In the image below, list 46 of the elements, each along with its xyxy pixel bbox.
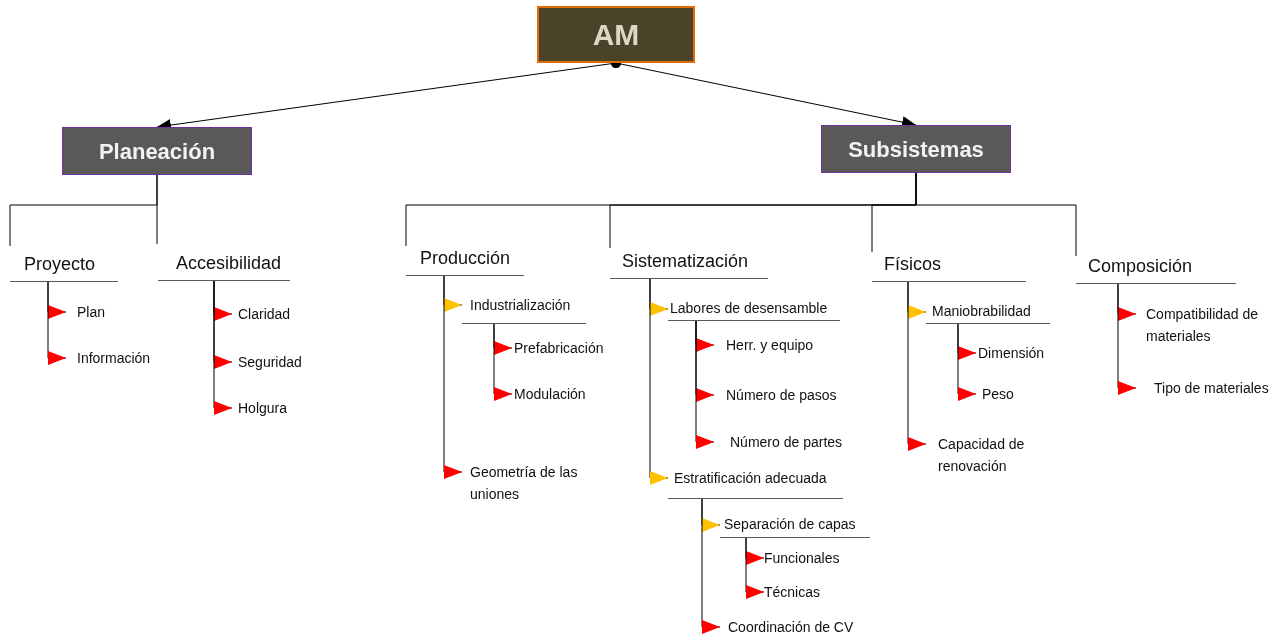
item-text: Número de pasos (714, 384, 844, 406)
bullet-connector (213, 280, 233, 415)
item-text: Compatibilidad de materiales (1136, 303, 1278, 349)
connector-line (915, 172, 1077, 257)
bullet-connector (1117, 283, 1137, 395)
subheading-text: Estratificación adecuada (668, 466, 843, 499)
category-box: Planeación (62, 127, 252, 175)
item-text: Tipo de materiales (1136, 377, 1281, 399)
subheading-text: Labores de desensamble (668, 296, 840, 321)
bullet-connector (701, 498, 721, 634)
connector-line (156, 174, 158, 245)
bullet-connector (47, 281, 67, 365)
item-text: Dimensión (976, 342, 1061, 364)
item-text: Peso (976, 383, 1036, 405)
bullet-connector (907, 281, 927, 451)
item-text: Herr. y equipo (714, 334, 834, 356)
item-text: Modulación (512, 383, 604, 405)
item-text: Capacidad de renovación (926, 433, 1041, 479)
item-text: Holgura (232, 397, 312, 419)
item-text: Funcionales (764, 547, 854, 569)
bullet-connector (443, 275, 463, 479)
heading-text: Producción (406, 246, 524, 276)
item-text: Prefabricación (512, 337, 624, 359)
item-text: Coordinación de CV (720, 616, 860, 638)
bullet-connector (695, 320, 715, 449)
subheading-text: Separación de capas (720, 512, 870, 538)
item-text: Plan (66, 301, 126, 323)
subheading-text: Maniobrabilidad (926, 299, 1050, 324)
bullet-connector (493, 323, 513, 401)
heading-text: Accesibilidad (158, 244, 290, 281)
bullet-connector (649, 278, 669, 485)
item-text: Seguridad (232, 351, 317, 373)
heading-text: Composición (1076, 256, 1236, 284)
item-text: Claridad (232, 303, 312, 325)
heading-text: Sistematización (610, 248, 768, 279)
bullet-connector (957, 323, 977, 401)
item-text: Información (66, 347, 166, 369)
item-text: Número de partes (714, 431, 848, 453)
item-text: Técnicas (764, 581, 844, 603)
root-box: AM (537, 6, 695, 63)
item-text: Geometría de las uniones (462, 461, 594, 507)
heading-text: Físicos (872, 252, 1026, 282)
heading-text: Proyecto (10, 246, 118, 282)
bullet-connector (745, 537, 765, 599)
subheading-text: Industrialización (462, 293, 586, 324)
category-box: Subsistemas (821, 125, 1011, 173)
